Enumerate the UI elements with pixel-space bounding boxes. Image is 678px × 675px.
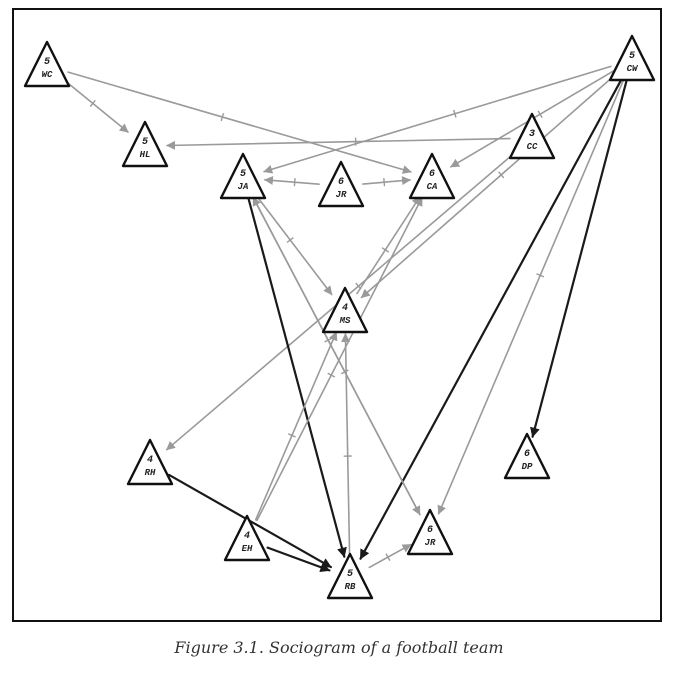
edge-cw-to-jr2 [437, 79, 625, 515]
node-initials: CA [427, 182, 438, 192]
node-initials: JR [425, 538, 436, 548]
node-ja: 5JA [219, 152, 267, 200]
node-ms: 4MS [321, 286, 369, 334]
edge-cw-to-dp [530, 80, 628, 438]
node-number: 5 [142, 137, 148, 148]
node-initials: JA [238, 182, 249, 192]
node-triangle [223, 514, 271, 562]
node-triangle [321, 286, 369, 334]
node-jr1: 6JR [317, 160, 365, 208]
node-number: 3 [529, 129, 535, 140]
edge-rb-to-jr2 [368, 543, 412, 569]
node-number: 4 [342, 303, 348, 314]
edge-tick [327, 372, 336, 378]
edge-layer [63, 65, 628, 572]
node-initials: DP [522, 462, 533, 472]
node-number: 6 [427, 525, 433, 536]
node-initials: RH [145, 468, 156, 478]
node-number: 5 [629, 51, 635, 62]
node-number: 4 [147, 455, 153, 466]
node-wc: 5WC [23, 40, 71, 88]
edge-wc-to-ca [67, 71, 412, 174]
node-triangle [408, 152, 456, 200]
edge-tick [220, 112, 225, 122]
edge-jr1-to-ja [264, 175, 320, 185]
node-triangle [406, 508, 454, 556]
node-triangle [23, 40, 71, 88]
edge-cw-to-ms [360, 73, 617, 299]
edge-eh-to-ca [256, 196, 423, 522]
edge-ms-to-ca [356, 195, 421, 295]
edge-cw-to-rb [359, 78, 623, 560]
edge-tick [288, 433, 296, 438]
node-initials: CW [627, 64, 639, 74]
node-number: 5 [44, 57, 50, 68]
edge-eh-to-ms [254, 331, 338, 521]
node-rb: 5RB [326, 552, 374, 600]
edge-tick [536, 273, 545, 278]
node-initials: JR [336, 190, 347, 200]
edge-tick [381, 247, 390, 253]
edge-tick [453, 109, 457, 118]
figure-caption: Figure 3.1. Sociogram of a football team [174, 638, 504, 657]
node-jr2: 6JR [406, 508, 454, 556]
edge-tick [293, 178, 296, 187]
edge-jr1-to-ca [362, 176, 411, 186]
node-triangle [219, 152, 267, 200]
node-initials: HL [140, 150, 151, 160]
node-initials: CC [527, 142, 538, 152]
node-cc: 3CC [508, 112, 556, 160]
node-number: 4 [244, 531, 250, 542]
edge-ja-to-rb [247, 198, 347, 558]
node-triangle [317, 160, 365, 208]
node-cw: 5CW [608, 34, 656, 82]
edge-cc-to-hl [166, 137, 511, 150]
node-triangle [508, 112, 556, 160]
edge-tick [286, 237, 294, 244]
node-dp: 6DP [503, 432, 551, 480]
node-number: 6 [429, 169, 435, 180]
edge-ja-to-ms [255, 194, 333, 296]
edge-wc-to-hl [63, 79, 129, 133]
edge-tick [385, 553, 391, 561]
node-triangle [503, 432, 551, 480]
edge-tick [537, 110, 543, 119]
node-initials: EH [242, 544, 253, 554]
node-triangle [121, 120, 169, 168]
node-initials: MS [339, 316, 351, 326]
node-number: 6 [338, 177, 344, 188]
edge-cw-to-ja [263, 65, 612, 174]
edge-rb-to-ms [341, 333, 351, 557]
node-hl: 5HL [121, 120, 169, 168]
edge-tick [89, 99, 96, 107]
node-ca: 6CA [408, 152, 456, 200]
node-rh: 4RH [126, 438, 174, 486]
node-triangle [326, 552, 374, 600]
edge-tick [383, 178, 386, 187]
node-triangle [608, 34, 656, 82]
edge-tick [498, 171, 505, 179]
edge-jr2-to-ja [252, 196, 421, 516]
node-triangle [126, 438, 174, 486]
node-number: 6 [524, 449, 530, 460]
node-eh: 4EH [223, 514, 271, 562]
node-number: 5 [240, 169, 246, 180]
node-initials: RB [345, 582, 356, 592]
edge-eh-to-rb [266, 546, 331, 572]
edge-tick [340, 369, 349, 375]
node-number: 5 [347, 569, 353, 580]
node-initials: WC [42, 70, 53, 80]
